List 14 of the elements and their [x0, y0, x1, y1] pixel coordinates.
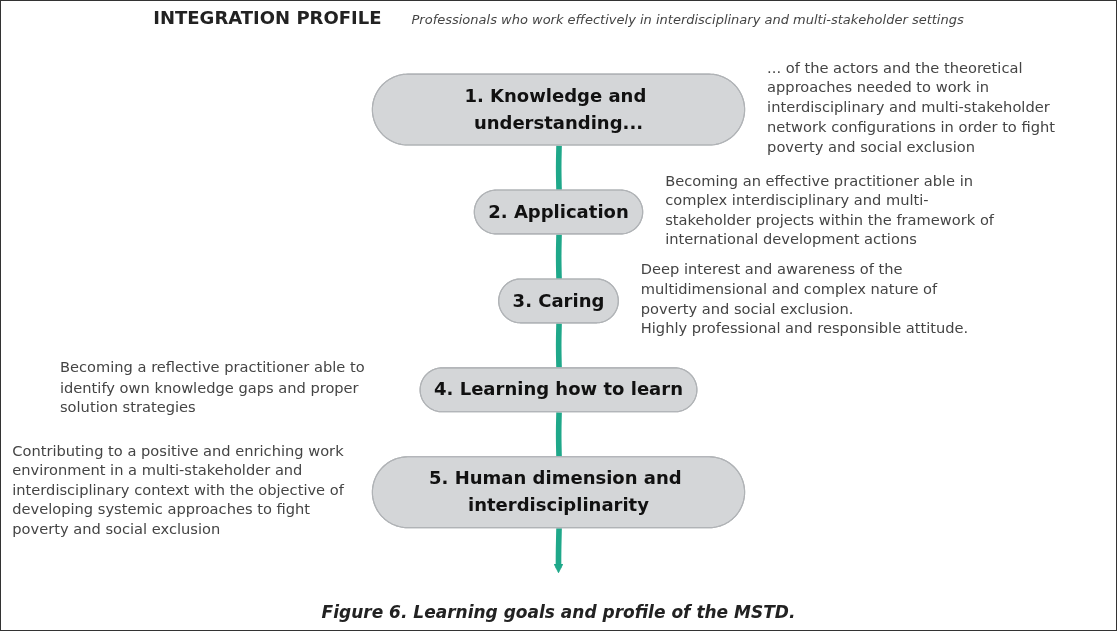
description-text: ... of the actors and the theoretical approaches needed to work in interdisciplinary and multi-stakeholder network configurations in order to fight poverty and social exclusion: [767, 57, 1056, 157]
center-title: INTEGRATION PROFILE: [153, 7, 382, 28]
description-text: Contributing to a positive and enriching work environment in a multi-stakeholder and interdisciplinary context with the objective of developing systemic approaches to fight poverty and social exclusion: [12, 440, 346, 540]
description-text: Becoming a reflective practitioner able to identify own knowledge gaps and proper solution strategies: [60, 357, 366, 417]
connector: [555, 323, 562, 369]
figure-caption: Figure 6. Learning goals and profile of the MSTD.: [321, 602, 796, 622]
connector: [555, 145, 562, 191]
center-note: Professionals who work effectively in interdisciplinary and multi-stakeholder settings: [411, 12, 964, 27]
description-text: Becoming an effective practitioner able in complex interdisciplinary and multi-stakeholder projects within the framework of international development actions: [665, 170, 996, 250]
connector: [555, 234, 562, 280]
description-text: Deep interest and awareness of the multidimensional and complex nature of poverty and social exclusion.: [640, 259, 939, 319]
arrow: [553, 528, 564, 574]
connector: [555, 412, 562, 458]
description-text: Highly professional and responsible attitude.: [640, 318, 970, 339]
